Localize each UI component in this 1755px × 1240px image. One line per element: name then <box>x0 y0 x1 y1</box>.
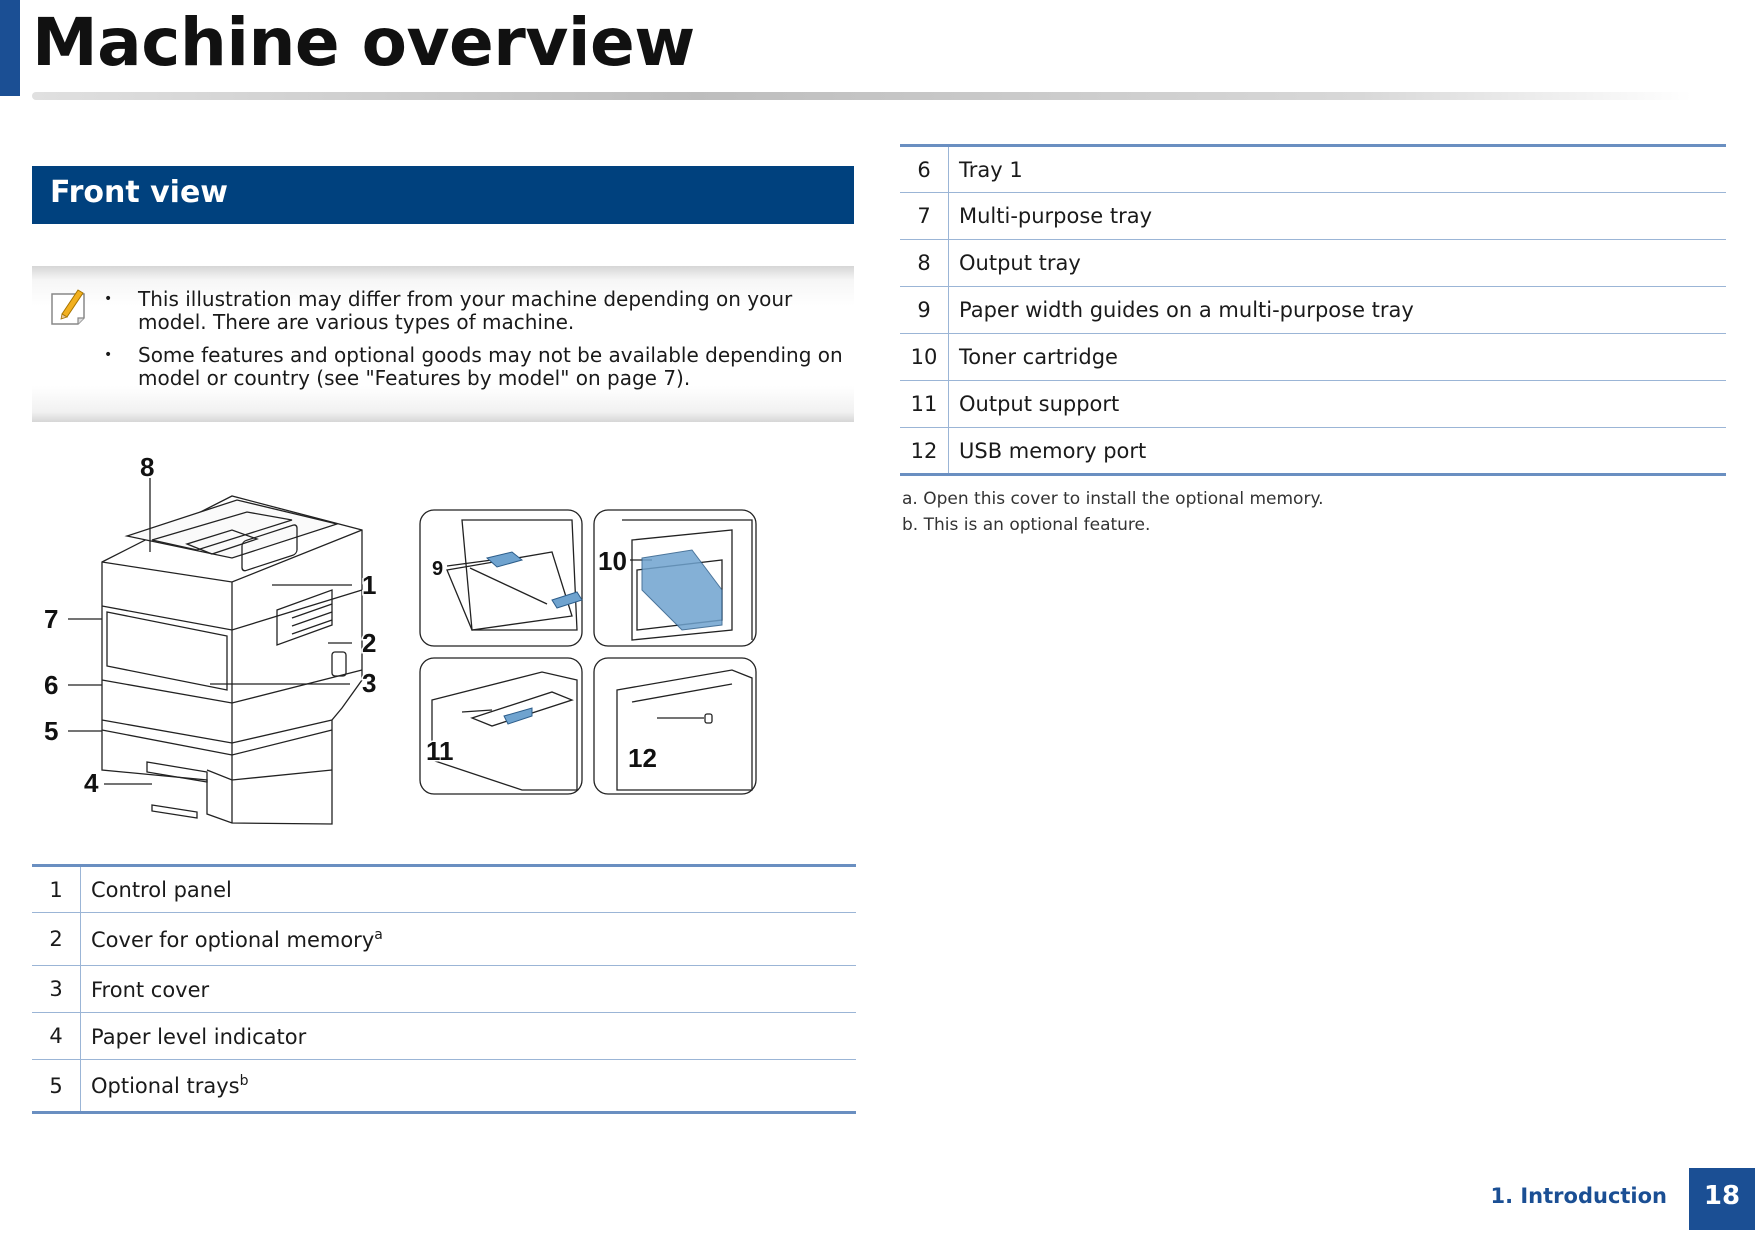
printer-drawing <box>101 495 363 825</box>
table-row: 4 Paper level indicator <box>32 1012 856 1060</box>
table-row: 5 Optional traysb <box>32 1059 856 1114</box>
part-number: 12 <box>900 427 949 476</box>
section-title: Front view <box>50 175 229 210</box>
part-label: Output tray <box>948 239 1726 287</box>
part-label: Paper level indicator <box>80 1012 856 1060</box>
footnote-b: b. This is an optional feature. <box>902 515 1151 535</box>
part-number: 3 <box>32 965 81 1013</box>
callout-1: 1 <box>362 570 376 600</box>
parts-table-right: 6 Tray 1 7 Multi-purpose tray 8 Output t… <box>900 144 1726 476</box>
part-number: 10 <box>900 333 949 381</box>
part-label: Tray 1 <box>948 144 1726 193</box>
note-box: This illustration may differ from your m… <box>32 266 854 422</box>
part-label: Toner cartridge <box>948 333 1726 381</box>
footer-chapter-link[interactable]: 1. Introduction <box>1490 1184 1667 1208</box>
table-row: 3 Front cover <box>32 965 856 1013</box>
page-title: Machine overview <box>32 4 695 81</box>
callout-5: 5 <box>44 716 58 746</box>
note-item: This illustration may differ from your m… <box>104 288 850 334</box>
table-row: 11 Output support <box>900 380 1726 428</box>
part-label: Output support <box>948 380 1726 428</box>
part-number: 4 <box>32 1012 81 1060</box>
table-row: 10 Toner cartridge <box>900 333 1726 381</box>
callout-7: 7 <box>44 604 58 634</box>
part-label: Optional traysb <box>80 1059 856 1114</box>
callout-3: 3 <box>362 668 376 698</box>
part-number: 7 <box>900 192 949 240</box>
part-number: 2 <box>32 912 81 966</box>
callout-6: 6 <box>44 670 58 700</box>
title-accent-bar <box>0 0 20 96</box>
footnotes: a. Open this cover to install the option… <box>902 486 1324 538</box>
title-divider <box>32 92 1692 100</box>
part-number: 5 <box>32 1059 81 1114</box>
callout-10: 10 <box>598 546 627 576</box>
callout-9: 9 <box>432 558 443 580</box>
table-row: 2 Cover for optional memorya <box>32 912 856 966</box>
table-row: 12 USB memory port <box>900 427 1726 476</box>
part-label: USB memory port <box>948 427 1726 476</box>
note-list: This illustration may differ from your m… <box>104 288 850 400</box>
part-number: 9 <box>900 286 949 334</box>
part-label: Paper width guides on a multi-purpose tr… <box>948 286 1726 334</box>
part-label: Front cover <box>80 965 856 1013</box>
part-label: Multi-purpose tray <box>948 192 1726 240</box>
callout-12: 12 <box>628 743 657 773</box>
section-header: Front view <box>32 166 854 224</box>
part-label: Control panel <box>80 864 856 913</box>
table-row: 7 Multi-purpose tray <box>900 192 1726 240</box>
part-number: 11 <box>900 380 949 428</box>
machine-illustration: 8 1 2 3 7 6 5 4 9 10 11 12 <box>43 451 757 825</box>
part-number: 6 <box>900 144 949 193</box>
table-row: 1 Control panel <box>32 864 856 913</box>
callout-2: 2 <box>362 628 376 658</box>
table-row: 6 Tray 1 <box>900 144 1726 193</box>
part-number: 8 <box>900 239 949 287</box>
callout-11: 11 <box>426 736 454 766</box>
parts-table-left: 1 Control panel 2 Cover for optional mem… <box>32 864 856 1114</box>
callout-8: 8 <box>140 452 154 482</box>
pencil-note-icon <box>51 289 85 325</box>
footnote-a: a. Open this cover to install the option… <box>902 489 1324 509</box>
table-row: 9 Paper width guides on a multi-purpose … <box>900 286 1726 334</box>
page-number-badge: 18 <box>1689 1168 1755 1230</box>
part-label: Cover for optional memorya <box>80 912 856 966</box>
note-item: Some features and optional goods may not… <box>104 344 850 390</box>
part-number: 1 <box>32 864 81 913</box>
callout-4: 4 <box>84 768 99 798</box>
table-row: 8 Output tray <box>900 239 1726 287</box>
